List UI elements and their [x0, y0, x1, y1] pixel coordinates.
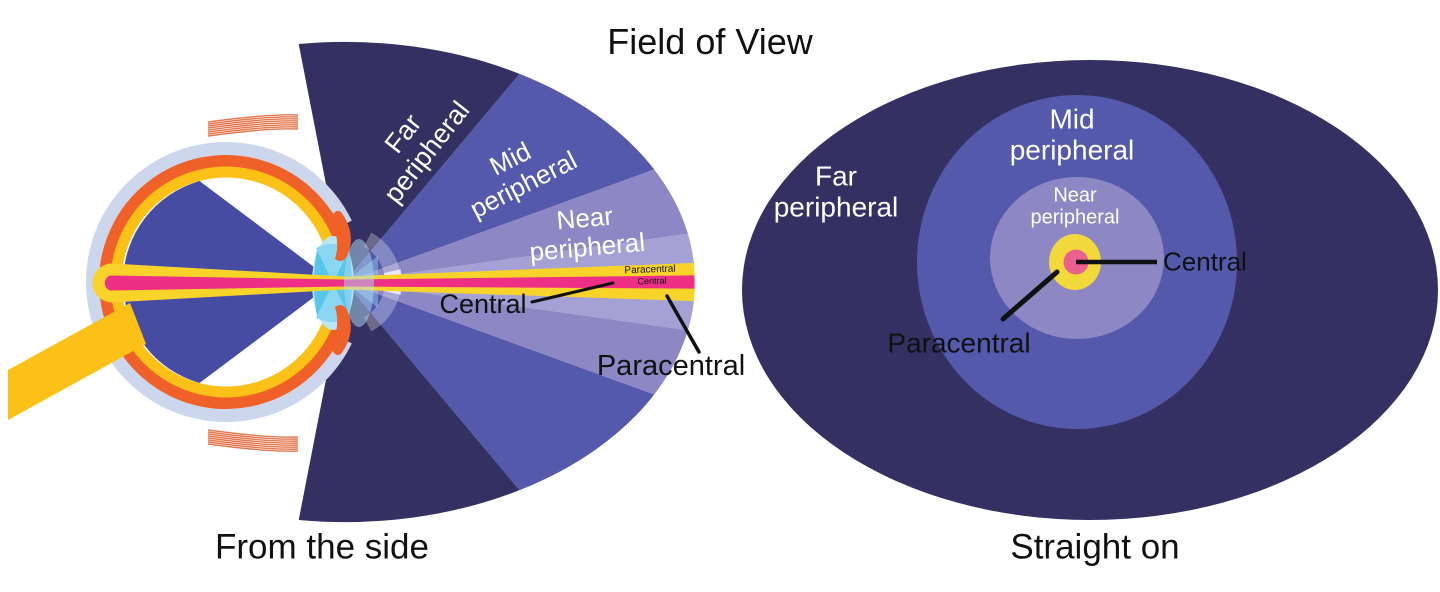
near-peripheral-front-line2: peripheral — [1030, 207, 1120, 229]
figure-title: Field of View — [607, 20, 813, 62]
mid-peripheral-front-line1: Mid — [1049, 103, 1095, 135]
ciliary-body-top — [331, 210, 351, 261]
cornea — [344, 239, 374, 327]
sector-mid-top — [345, 73, 655, 283]
mid-peripheral-label-front: Mid peripheral — [1010, 104, 1135, 167]
paracentral-callout-label-left: Paracentral — [596, 349, 746, 382]
central-stripe-label: Central — [637, 275, 667, 287]
straight-on-view — [742, 60, 1438, 520]
sector-far-top — [298, 41, 520, 282]
central-callout-line-left — [530, 281, 615, 304]
straight-on-caption: Straight on — [1010, 527, 1180, 567]
sector-near-light-top — [345, 233, 694, 282]
near-peripheral-label-side: Near peripheral — [526, 199, 646, 267]
sector-near-bottom — [345, 282, 688, 395]
sector-near-top — [345, 169, 688, 282]
far-peripheral-front-line2: peripheral — [773, 192, 899, 223]
central-beam — [104, 275, 695, 291]
sector-near-light-bottom — [345, 282, 694, 331]
side-view-fan — [298, 41, 694, 523]
far-peripheral-front-line1: Far — [815, 160, 857, 192]
central-callout-label-left: Central — [439, 288, 527, 319]
ciliary-body-bottom — [331, 305, 351, 356]
paracentral-callout-label-right: Paracentral — [887, 327, 1031, 359]
eyelashes-bottom — [207, 429, 299, 452]
ray-cross-ring — [363, 232, 401, 332]
eyelashes-top — [207, 114, 299, 137]
near-peripheral-front-line1: Near — [1053, 184, 1097, 207]
paracentral-callout-line-right — [1000, 269, 1060, 322]
near-peripheral-label-front: Near peripheral — [1031, 185, 1120, 230]
optic-nerve — [8, 303, 146, 420]
paracentral-callout-line-left — [665, 294, 701, 354]
sector-mid-bottom — [345, 282, 655, 491]
central-callout-label-right: Central — [1163, 246, 1247, 277]
eye-cross-section — [8, 114, 695, 452]
mid-peripheral-front-line2: peripheral — [1009, 135, 1135, 166]
sector-far-bottom — [298, 282, 520, 523]
paracentral-stripe-label: Paracentral — [624, 263, 676, 277]
side-view-caption: From the side — [215, 527, 429, 567]
far-peripheral-label-front: Far peripheral — [774, 161, 899, 224]
